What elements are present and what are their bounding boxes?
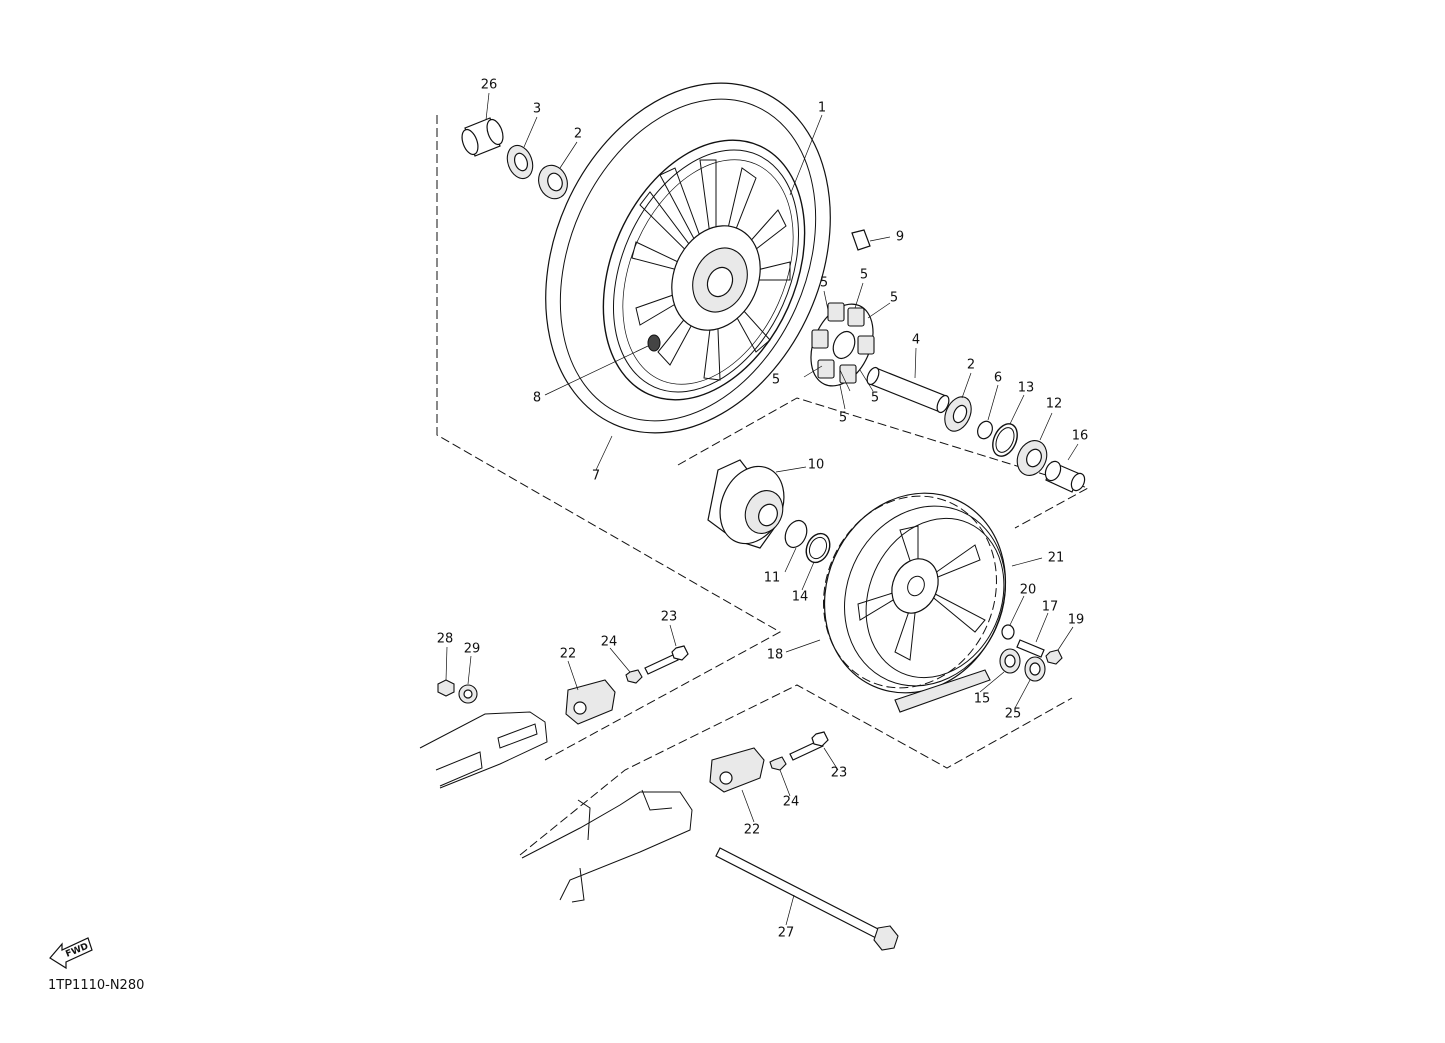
part-label-5-bottom: 5 [839,411,847,426]
left-collar-seal-bearing [461,117,568,200]
part-label-8: 8 [533,391,541,406]
part-number-labels: 26 3 2 1 9 5 5 5 4 2 6 13 12 16 5 5 5 8 … [437,78,1089,941]
part-label-26: 26 [481,78,498,93]
hub-damper-assembly [810,302,875,387]
part-label-5-upper-right: 5 [890,291,898,306]
part-label-20: 20 [1020,583,1037,598]
right-spacer-bearings [866,366,1086,493]
pulley-fasteners [999,624,1063,682]
assembly-boundary-lines [436,115,1090,856]
rear-pulley-assembly [823,492,1007,713]
part-label-2-right: 2 [967,358,975,373]
diagram-reference-code: 1TP1110-N280 [48,978,144,993]
forward-direction-arrow: FWD [49,937,93,970]
part-label-7: 7 [592,469,600,484]
drive-hub-assembly [707,459,831,564]
upper-adjuster-assembly [419,645,689,789]
part-label-16: 16 [1072,429,1089,444]
part-label-12: 12 [1046,397,1063,412]
part-label-5-upper-left: 5 [820,276,828,291]
part-label-2-left: 2 [574,127,582,142]
part-label-15: 15 [974,692,991,707]
part-label-4: 4 [912,333,920,348]
part-label-18: 18 [767,648,784,663]
part-label-5-lower-right: 5 [871,391,879,406]
part-label-9: 9 [896,230,904,245]
part-label-11: 11 [764,571,781,586]
part-label-22-upper: 22 [560,647,577,662]
part-label-13: 13 [1018,381,1035,396]
part-label-29: 29 [464,642,481,657]
rear-wheel-assembly [545,82,831,434]
part-label-24-lower: 24 [783,795,800,810]
part-label-22-lower: 22 [744,823,761,838]
part-label-10: 10 [808,458,825,473]
part-label-1: 1 [818,101,826,116]
part-label-5-top: 5 [860,268,868,283]
part-label-14: 14 [792,590,809,605]
part-label-6: 6 [994,371,1002,386]
part-label-5-left: 5 [772,373,780,388]
lower-adjuster-assembly [521,731,899,951]
leader-lines [445,92,1079,926]
part-label-21: 21 [1048,551,1065,566]
part-label-25: 25 [1005,707,1022,722]
part-label-23-upper: 23 [661,610,678,625]
part-label-17: 17 [1042,600,1059,615]
part-label-28: 28 [437,632,454,647]
part-label-23-lower: 23 [831,766,848,781]
part-label-19: 19 [1068,613,1085,628]
part-label-24-upper: 24 [601,635,618,650]
part-label-27: 27 [778,926,795,941]
balance-weight-clip [851,229,871,251]
part-label-3: 3 [533,102,541,117]
